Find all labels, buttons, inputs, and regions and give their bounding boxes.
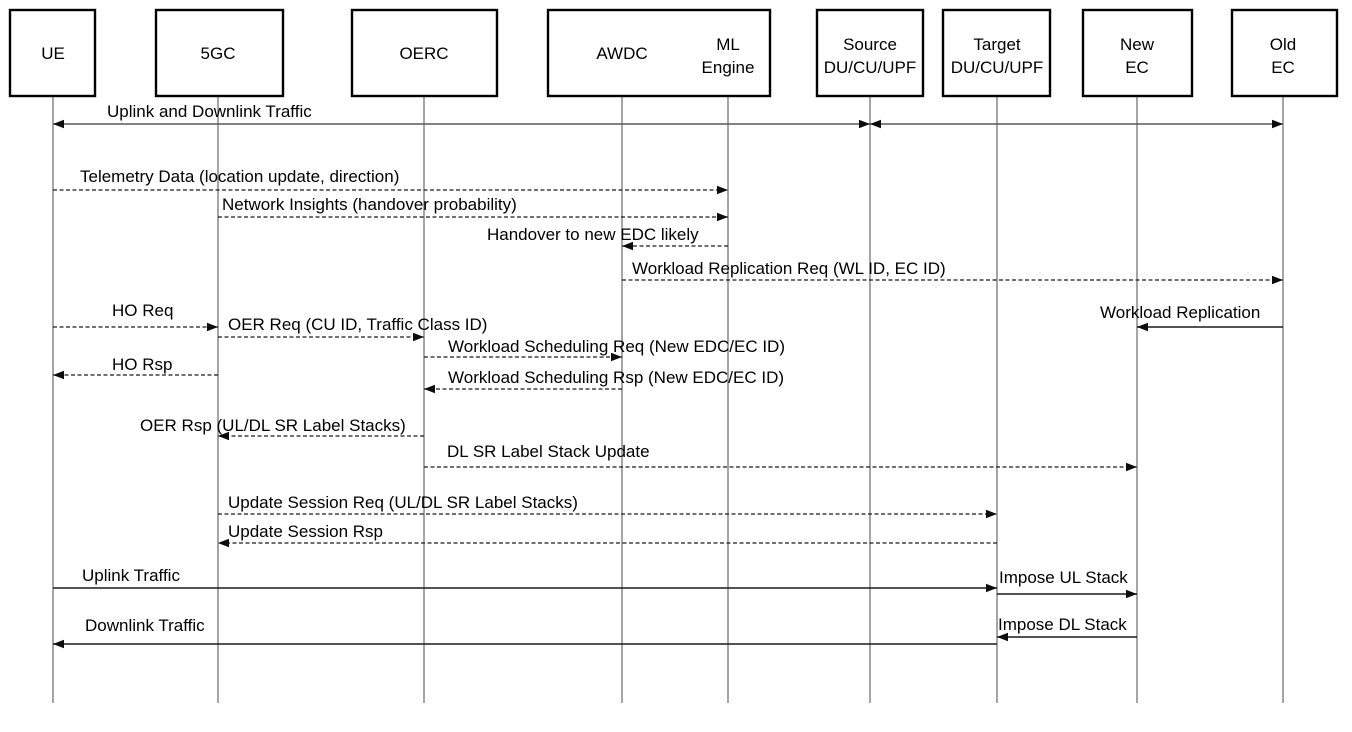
actor-label-awdc: AWDC [596, 44, 647, 63]
arrowhead-update-session-rsp [218, 538, 229, 548]
message-label-telemetry-data: Telemetry Data (location update, directi… [80, 167, 399, 186]
arrowhead-ho-req [207, 322, 218, 332]
actor-box-oerc [350, 8, 499, 98]
message-label-workload-scheduling-rsp: Workload Scheduling Rsp (New EDC/EC ID) [448, 368, 784, 387]
arrowhead-network-insights [717, 212, 728, 222]
arrowhead-handover-to-new-edc-likely [622, 241, 633, 251]
arrowhead-workload-replication [1137, 322, 1148, 332]
arrowhead-workload-replication-req [1272, 275, 1283, 285]
message-label-update-session-req: Update Session Req (UL/DL SR Label Stack… [228, 493, 578, 512]
arrowhead-workload-scheduling-rsp [424, 384, 435, 394]
arrowhead-oer-rsp [218, 431, 229, 441]
arrowhead-dl-sr-label-stack-update [1126, 462, 1137, 472]
message-label-ho-rsp: HO Rsp [112, 355, 172, 374]
actor-label-oerc: OERC [399, 44, 448, 63]
arrowhead-uplink-downlink-traffic-right-tail [870, 119, 881, 129]
message-label-workload-replication-req: Workload Replication Req (WL ID, EC ID) [632, 259, 946, 278]
message-label-workload-scheduling-req: Workload Scheduling Req (New EDC/EC ID) [448, 337, 785, 356]
arrowhead-uplink-downlink-traffic-left-tail [53, 119, 64, 129]
actor-label-5gc: 5GC [201, 44, 236, 63]
arrowhead-impose-dl-stack [997, 632, 1008, 642]
message-label-network-insights: Network Insights (handover probability) [222, 195, 517, 214]
message-label-update-session-rsp: Update Session Rsp [228, 522, 383, 541]
message-label-handover-to-new-edc-likely: Handover to new EDC likely [487, 225, 699, 244]
arrowhead-downlink-traffic [53, 639, 64, 649]
message-label-oer-req: OER Req (CU ID, Traffic Class ID) [228, 315, 487, 334]
arrowhead-oer-req [413, 332, 424, 342]
actor-box-5gc [154, 8, 285, 98]
message-label-downlink-traffic: Downlink Traffic [85, 616, 205, 635]
message-label-workload-replication: Workload Replication [1100, 303, 1260, 322]
arrowhead-update-session-req [986, 509, 997, 519]
message-label-impose-ul-stack: Impose UL Stack [999, 568, 1128, 587]
actor-box-source [815, 8, 925, 98]
message-label-uplink-traffic: Uplink Traffic [82, 566, 180, 585]
actor-box-awdc [546, 8, 772, 98]
message-label-impose-dl-stack: Impose DL Stack [998, 615, 1127, 634]
arrowhead-ho-rsp [53, 370, 64, 380]
message-label-ho-req: HO Req [112, 301, 173, 320]
arrowhead-telemetry-data [717, 185, 728, 195]
arrowhead-workload-scheduling-req [611, 352, 622, 362]
message-label-oer-rsp: OER Rsp (UL/DL SR Label Stacks) [140, 416, 406, 435]
actor-box-oldec [1230, 8, 1339, 98]
actor-box-target [941, 8, 1052, 98]
arrowhead-uplink-downlink-traffic-right [1272, 119, 1283, 129]
arrowhead-impose-ul-stack [1126, 589, 1137, 599]
actor-box-newec [1081, 8, 1194, 98]
arrowhead-uplink-traffic [986, 583, 997, 593]
arrowhead-uplink-downlink-traffic-left [859, 119, 870, 129]
actor-box-ue [8, 8, 97, 98]
message-label-dl-sr-label-stack-update: DL SR Label Stack Update [447, 442, 650, 461]
actor-label-ue: UE [41, 44, 65, 63]
message-label-uplink-downlink-traffic-left: Uplink and Downlink Traffic [107, 102, 312, 121]
